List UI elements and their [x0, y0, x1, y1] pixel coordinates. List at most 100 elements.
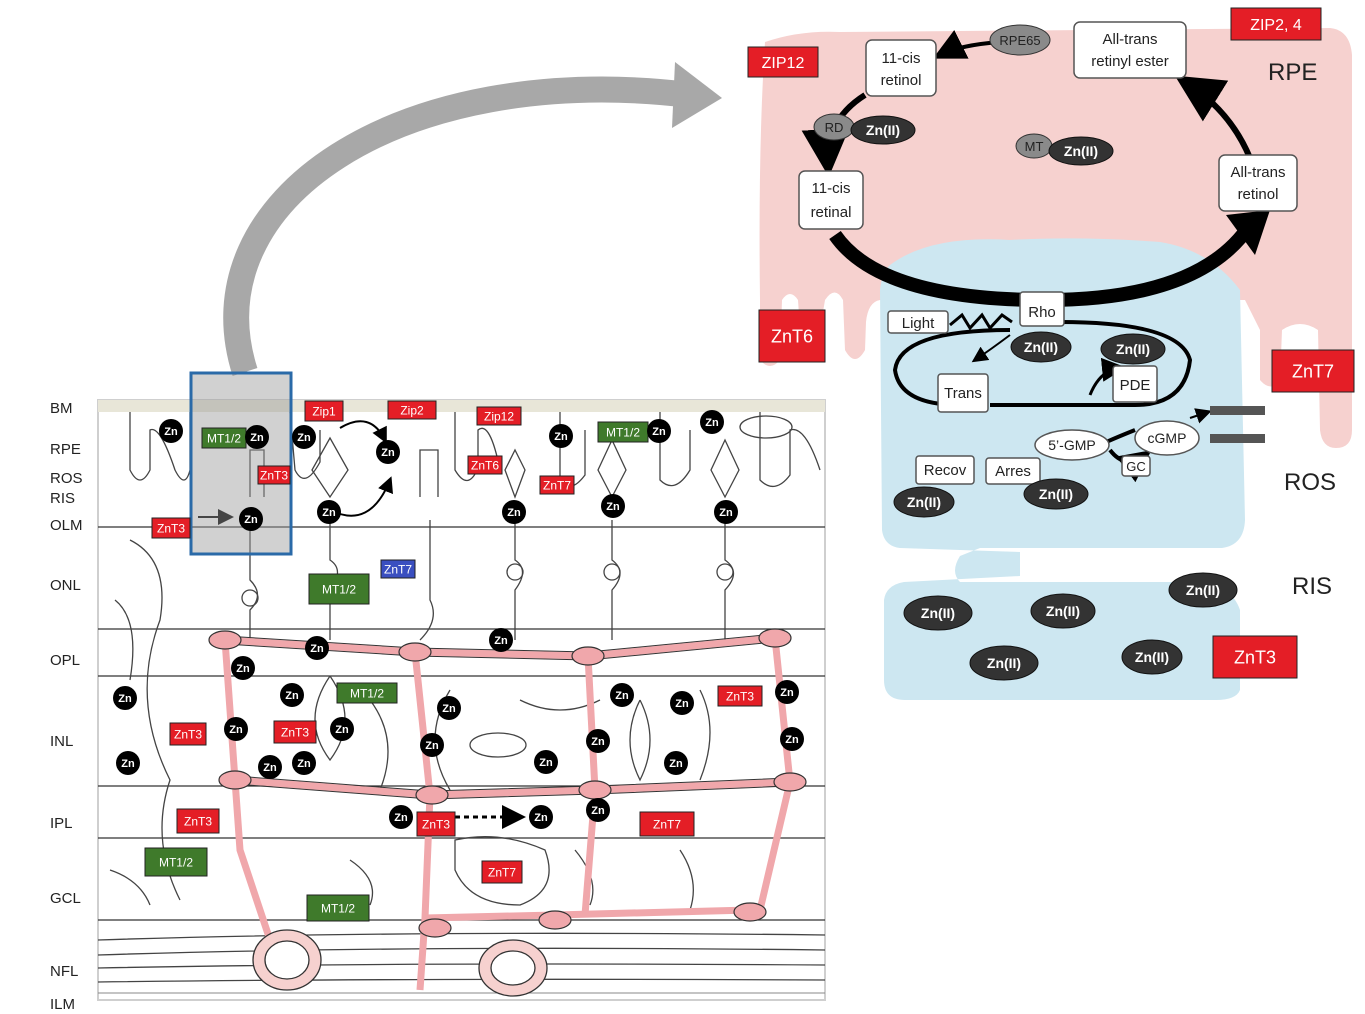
layer-label: ONL [50, 577, 81, 594]
zinc-ion-text: Zn [322, 507, 336, 519]
retina-tag-text: MT1/2 [322, 582, 356, 596]
transporter-tag-text: ZnT6 [771, 326, 813, 346]
zinc-ion-text: Zn [591, 736, 605, 748]
zinc-ion: Zn [437, 696, 461, 720]
retina-tag: MT1/2 [307, 895, 369, 921]
zinc-ion-text: Zn [652, 426, 666, 438]
cgmp-channel [1210, 434, 1265, 443]
retina-tag: ZnT7 [482, 861, 522, 883]
zinc-ion: Zn [489, 628, 513, 652]
zinc-ion-text: Zn(II) [1186, 582, 1220, 598]
zinc-ion-text: Zn [394, 812, 408, 824]
region-label-rpe: RPE [1268, 59, 1317, 86]
zinc-ion: Zn [258, 755, 282, 779]
zinc-ion-text: Zn [615, 690, 629, 702]
retina-tag: Zip2 [388, 401, 436, 419]
transporter-tag: ZnT7 [1272, 350, 1354, 392]
zinc-ion-text: Zn [442, 703, 456, 715]
zinc-ion-text: Zn(II) [1039, 486, 1073, 502]
zinc-ion-text: Zn(II) [1064, 143, 1098, 159]
zinc-ion: Zn [239, 507, 263, 531]
transporter-tag: ZIP2, 4 [1231, 8, 1321, 40]
zinc-ion: Zn [376, 440, 400, 464]
zinc-ion-text: Zn [494, 635, 508, 647]
cis-retinol-label: 11-cis [882, 50, 921, 67]
gc-label: GC [1126, 459, 1146, 474]
transporter-tag: ZnT6 [759, 310, 825, 362]
rpe65-label: RPE65 [999, 33, 1040, 48]
zinc-ion: Zn [586, 729, 610, 753]
transporter-tag-text: ZIP12 [762, 55, 805, 72]
retina-tag-text: ZnT6 [471, 458, 499, 472]
layer-label: NFL [50, 963, 78, 980]
zinc-ion: Zn [159, 419, 183, 443]
zinc-ion-text: Zn [554, 431, 568, 443]
rho-label: Rho [1028, 304, 1056, 321]
zinc-ion-text: Zn(II) [921, 605, 955, 621]
retina-tag: ZnT7 [640, 812, 694, 836]
mt-label: MT [1025, 139, 1044, 154]
zinc-ion: Zn(II) [904, 596, 972, 630]
zinc-ion: Zn [700, 410, 724, 434]
zinc-ion-text: Zn [381, 447, 395, 459]
region-label-ros: ROS [1284, 469, 1336, 496]
retina-tag: ZnT7 [381, 560, 415, 578]
zinc-ion-text: Zn(II) [987, 655, 1021, 671]
retina-tag-text: ZnT3 [157, 521, 185, 535]
zinc-ion: Zn [664, 751, 688, 775]
retina-tag-text: ZnT3 [184, 814, 212, 828]
retina-tag-text: MT1/2 [606, 425, 640, 439]
zinc-ion: Zn [280, 683, 304, 707]
zinc-ion: Zn [317, 500, 341, 524]
at-retinol-label: All-trans [1230, 164, 1285, 181]
zinc-ion-text: Zn [118, 693, 132, 705]
zinc-ion-text: Zn(II) [1046, 603, 1080, 619]
light-label: Light [902, 315, 935, 332]
layer-label: GCL [50, 890, 81, 907]
recov-label: Recov [924, 462, 967, 479]
transporter-tag: ZIP12 [748, 47, 818, 77]
retina-tag-text: ZnT3 [174, 727, 202, 741]
cis-retinol-label: retinol [881, 72, 922, 89]
retina-tag-text: ZnT7 [384, 562, 412, 576]
cis-retinal-label: 11-cis [812, 180, 851, 197]
retinyl-ester-label: All-trans [1102, 31, 1157, 48]
zinc-ion: Zn [224, 717, 248, 741]
retina-tag-text: ZnT7 [653, 817, 681, 831]
zinc-ion: Zn(II) [851, 116, 915, 144]
layer-label: ILM [50, 996, 75, 1013]
zinc-ion-text: Zn [310, 643, 324, 655]
zinc-ion: Zn [534, 750, 558, 774]
zinc-ion-text: Zn [335, 724, 349, 736]
retina-tag: ZnT3 [177, 809, 219, 833]
zinc-ion-text: Zn [250, 432, 264, 444]
retina-tag: Zip1 [305, 401, 343, 421]
zinc-ion: Zn(II) [1031, 594, 1095, 628]
zinc-ion: Zn [113, 686, 137, 710]
retina-tag-text: Zip2 [400, 403, 424, 417]
zinc-ion: Zn [780, 727, 804, 751]
zinc-ion: Zn(II) [1011, 332, 1071, 362]
zinc-ion-text: Zn(II) [907, 494, 941, 510]
zinc-ion: Zn [292, 751, 316, 775]
zinc-ion: Zn(II) [894, 487, 954, 517]
zinc-ion-text: Zn [297, 432, 311, 444]
zinc-ion: Zn [305, 636, 329, 660]
zinc-ion: Zn [529, 805, 553, 829]
zinc-ion: Zn [610, 683, 634, 707]
zinc-ion-text: Zn [285, 690, 299, 702]
zinc-ion: Zn(II) [1169, 573, 1237, 607]
zinc-ion-text: Zn [534, 812, 548, 824]
retina-tag-text: MT1/2 [350, 686, 384, 700]
zinc-ion-text: Zn [425, 740, 439, 752]
transporter-tag: ZnT3 [1213, 636, 1297, 678]
zinc-ion: Zn [714, 500, 738, 524]
transporter-tag-text: ZIP2, 4 [1250, 17, 1302, 34]
arres-label: Arres [995, 463, 1031, 480]
gmp5-label: 5’-GMP [1048, 437, 1095, 453]
cgmp-label: cGMP [1148, 430, 1187, 446]
zinc-ion-text: Zn [675, 698, 689, 710]
zinc-ion-text: Zn(II) [866, 122, 900, 138]
cis-retinal-label: retinal [811, 204, 852, 221]
zinc-ion: Zn(II) [1024, 479, 1088, 509]
